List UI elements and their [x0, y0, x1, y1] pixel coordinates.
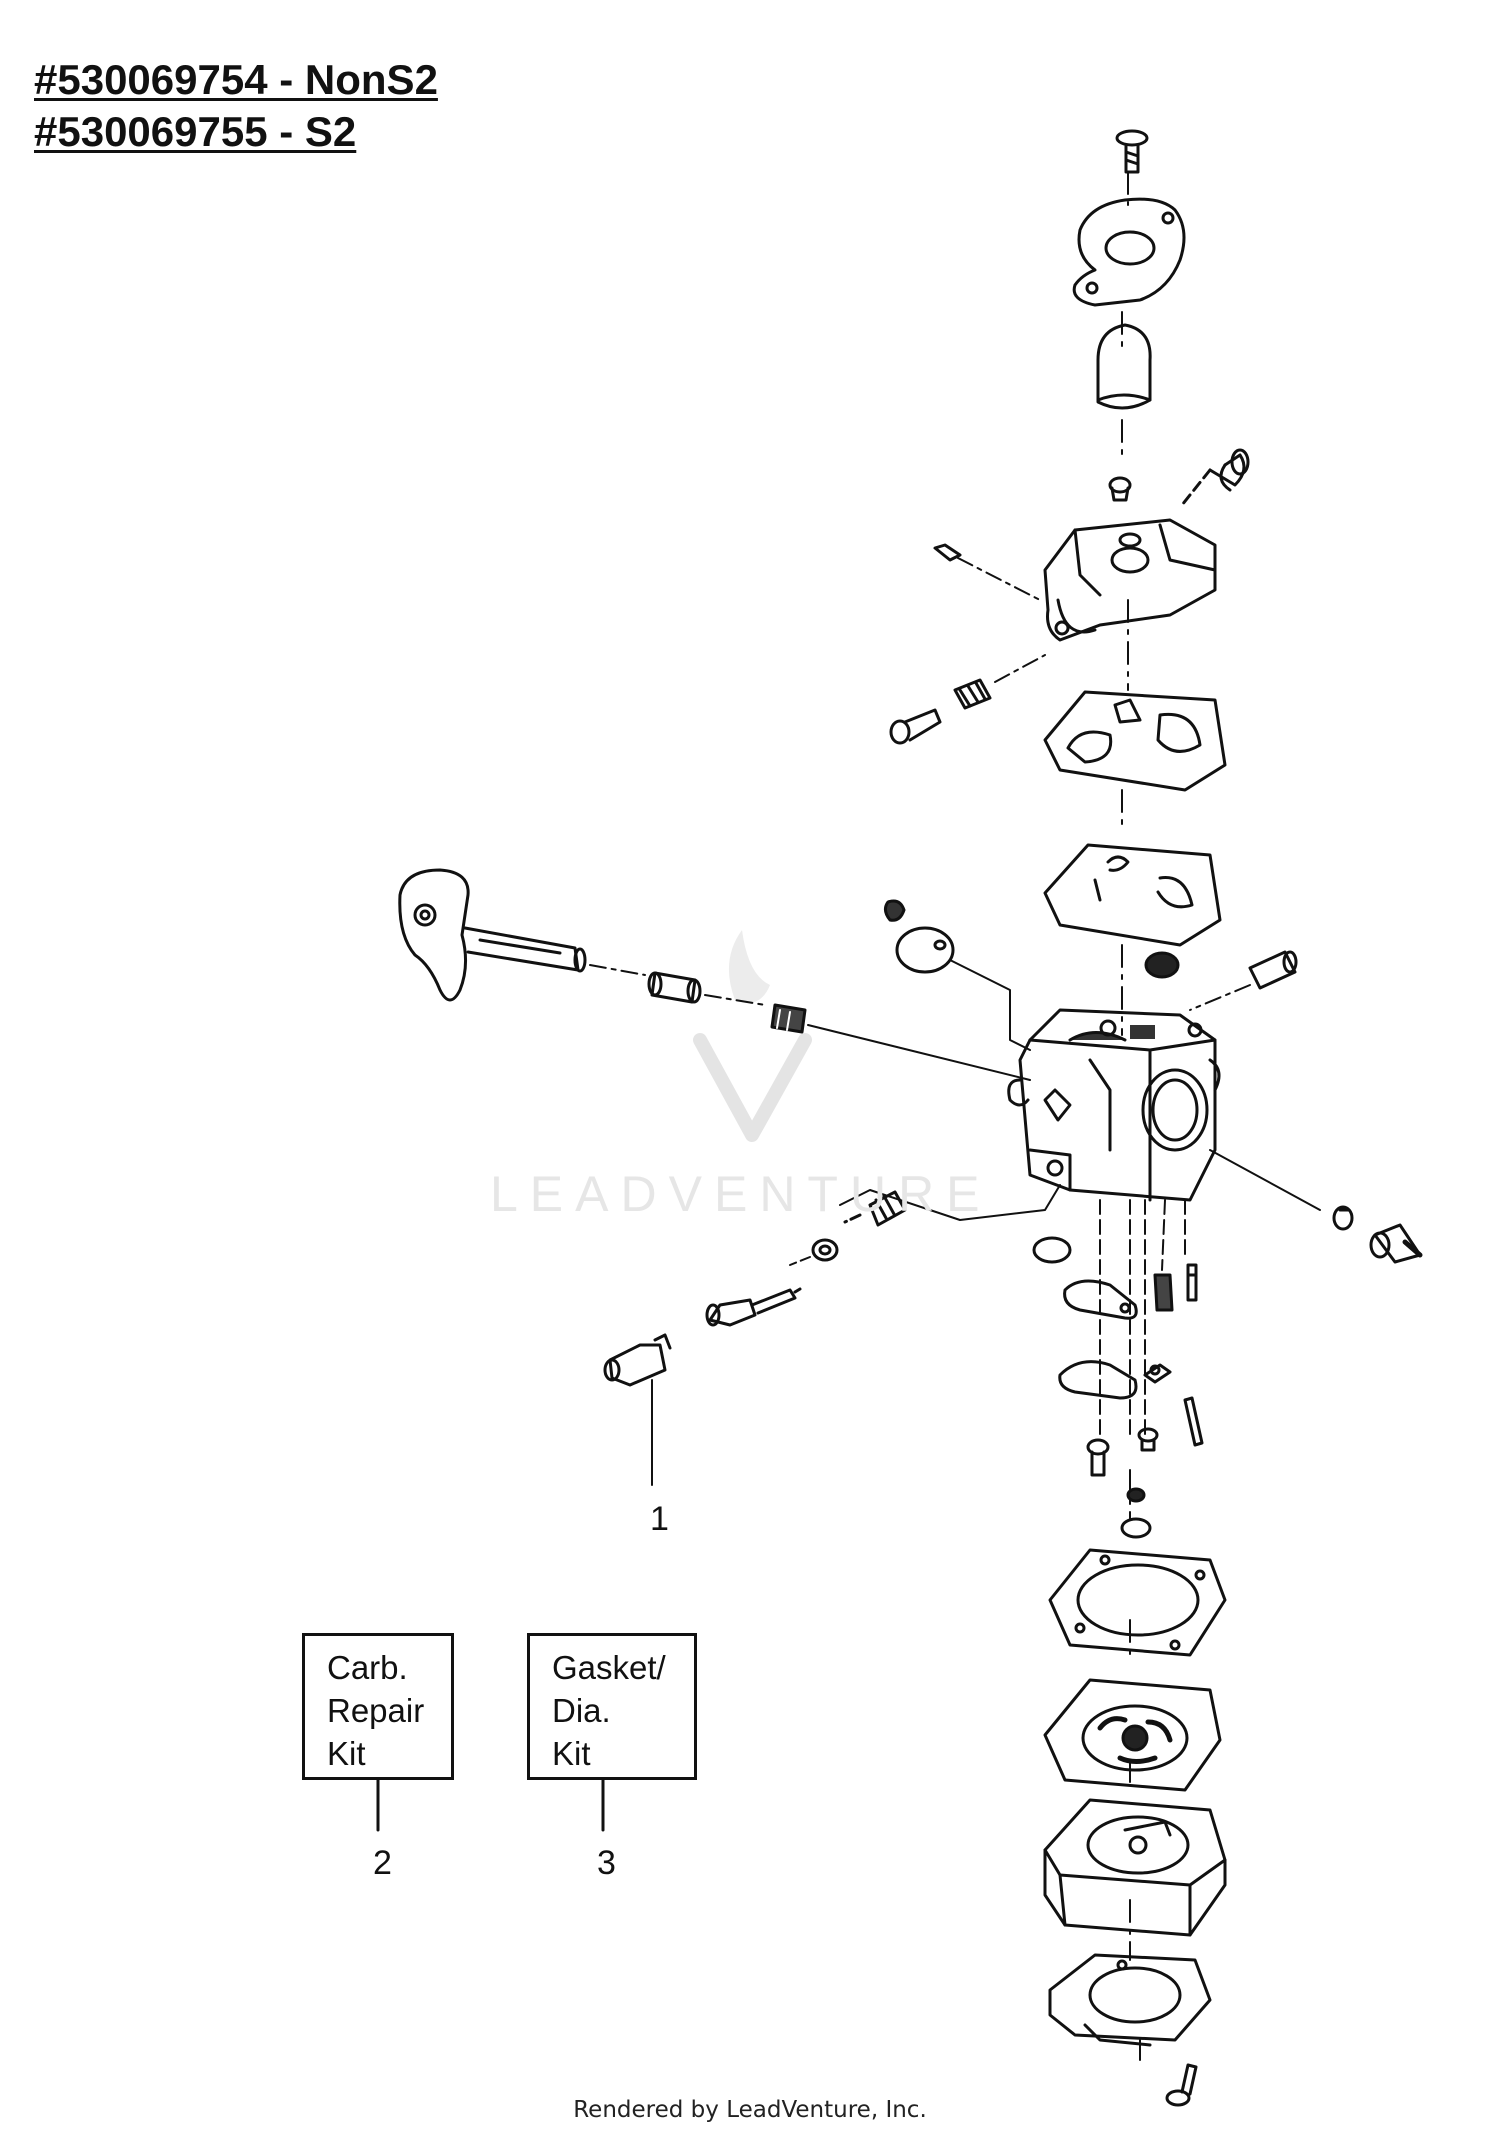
lower-screw-center-part — [1137, 1427, 1159, 1452]
idle-spring-part — [953, 654, 1046, 710]
right-screw-part — [1332, 1205, 1354, 1231]
shaft-bushing-part — [647, 971, 766, 1006]
render-credit: Rendered by LeadVenture, Inc. — [573, 2097, 927, 2123]
gasket-diaphragm-kit-box: Gasket/ Dia. Kit — [527, 1633, 697, 1780]
limiter-cap-part — [603, 1333, 672, 1387]
choke-pin-part — [1189, 950, 1298, 1011]
kit-label-line: Carb. — [327, 1649, 408, 1686]
fulcrum-disc-part — [1058, 1360, 1138, 1400]
watermark-text: LEADVENTURE — [490, 1166, 992, 1222]
part-number-nons2: #530069754 - NonS2 — [34, 56, 438, 103]
leadventure-watermark-logo — [693, 930, 812, 1142]
callout-number-1[interactable]: 1 — [650, 1500, 669, 1538]
pump-gasket-part — [1043, 690, 1227, 792]
right-needle-part — [1369, 1223, 1423, 1264]
fuel-pump-cover-part — [1072, 197, 1186, 307]
kit-label-line: Gasket/ — [552, 1649, 666, 1686]
throttle-shaft-part — [398, 868, 646, 1002]
center-axis-lines — [1121, 171, 1141, 2061]
metering-lever-part — [1063, 1279, 1138, 1320]
pump-diaphragm-part — [1043, 843, 1222, 947]
kit-label-line: Kit — [552, 1735, 591, 1772]
part-number-s2: #530069755 - S2 — [34, 108, 357, 155]
throttle-valve-plate-part — [883, 899, 1031, 1051]
primer-bulb-part — [1096, 323, 1152, 410]
idle-screw-part — [889, 708, 942, 745]
o-ring-part — [1120, 1517, 1152, 1539]
metering-diaphragm-part — [1043, 1678, 1222, 1792]
lower-screw-left-part — [1086, 1438, 1110, 1477]
metering-spring-part — [1153, 1273, 1174, 1312]
bottom-cover-part — [1048, 1953, 1212, 2047]
washer-part — [789, 1238, 839, 1266]
metering-cover-part — [1043, 1798, 1227, 1937]
kit-label-line: Repair — [327, 1692, 425, 1729]
pin-upper-left-part — [933, 543, 1041, 601]
fulcrum-pin-lever-part — [1143, 1363, 1204, 1447]
carb-repair-kit-box: Carb. Repair Kit — [302, 1633, 454, 1780]
kit-label-line: Kit — [327, 1735, 366, 1772]
bottom-screw-part — [1165, 2063, 1198, 2107]
metering-gasket-part — [1048, 1548, 1227, 1657]
elbow-fitting-part — [1180, 448, 1250, 507]
top-screw-part — [1115, 129, 1149, 174]
welch-plug-part — [1032, 1236, 1072, 1264]
callout-number-3[interactable]: 3 — [597, 1844, 616, 1882]
adjusting-needle-part — [705, 1287, 802, 1327]
pump-body-part — [1043, 518, 1217, 642]
callout-number-2[interactable]: 2 — [373, 1844, 392, 1882]
check-ball-part — [1126, 1487, 1146, 1503]
leader-lines — [839, 1149, 1321, 1441]
carburetor-body-part — [1007, 1008, 1221, 1202]
needle-spring-part — [843, 1190, 907, 1227]
check-valve-part — [1108, 476, 1132, 502]
inlet-needle-part — [1186, 1263, 1198, 1302]
plug-part — [1144, 951, 1180, 979]
kit-label-line: Dia. — [552, 1692, 611, 1729]
throttle-spring-part — [770, 1003, 1031, 1081]
